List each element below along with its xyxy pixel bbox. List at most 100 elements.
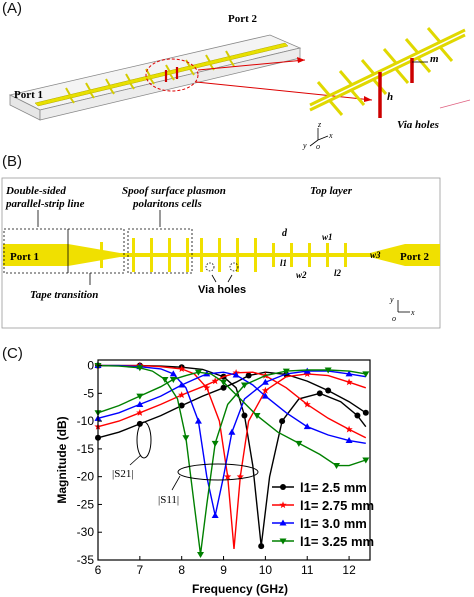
via-holes-label-a: Via holes: [397, 119, 439, 131]
data-point: [161, 376, 169, 383]
axis-y-b: y: [389, 295, 394, 304]
data-point: [362, 371, 370, 378]
via-arrow-2: [227, 274, 233, 283]
s21-pointer: [129, 454, 142, 466]
y-tick-label: -15: [77, 442, 95, 456]
axes-icon-a: [309, 128, 329, 147]
port2-label-b: Port 2: [400, 251, 430, 263]
w2-label: w2: [296, 270, 307, 280]
x-tick-label: 10: [259, 563, 273, 577]
chart-ylabel: Magnitude (dB): [55, 416, 69, 503]
axes-icon-b: [397, 300, 410, 313]
data-point: [236, 472, 244, 480]
series-line-s11: [98, 364, 366, 516]
data-point: [354, 412, 361, 419]
data-point: [279, 519, 287, 526]
box-spoof: [127, 228, 193, 274]
data-point: [261, 392, 269, 399]
port2-label-a: Port 2: [228, 13, 258, 25]
spoof-l2: polaritons cells: [132, 198, 202, 210]
x-tick-label: 8: [178, 563, 185, 577]
data-point: [182, 435, 190, 442]
w3-label: w3: [370, 250, 381, 260]
legend-entry: l1= 3.25 mm: [300, 534, 374, 549]
axis-y-a: y: [302, 141, 307, 150]
data-point: [279, 418, 286, 425]
port1-label-a: Port 1: [14, 89, 43, 101]
data-point: [194, 369, 202, 376]
panel-b-label: (B): [2, 153, 22, 170]
zoom-arrow-2: [195, 81, 373, 101]
axis-z-a: z: [317, 120, 322, 129]
data-point: [178, 402, 185, 409]
via-arrow-1: [211, 274, 217, 283]
axis-x-a: x: [328, 131, 333, 140]
y-tick-label: -20: [77, 470, 95, 484]
legend-entry: l1= 2.75 mm: [300, 498, 374, 513]
arrowhead-1: [297, 57, 305, 63]
arrowhead-2: [364, 96, 372, 102]
sspp-stubs: [100, 238, 347, 272]
data-point: [194, 417, 202, 424]
data-point: [211, 377, 219, 385]
series-line-s11: [98, 364, 367, 549]
x-tick-label: 9: [220, 563, 227, 577]
main-line: [120, 253, 370, 257]
series-line-s11: [97, 364, 366, 555]
data-point: [245, 372, 252, 379]
axis-o-a: o: [316, 142, 320, 151]
data-point: [324, 367, 332, 374]
data-point: [258, 543, 265, 550]
data-point: [228, 428, 236, 435]
data-point: [136, 393, 144, 400]
data-point: [211, 440, 219, 447]
series-line-s21: [97, 371, 367, 439]
data-point: [253, 413, 261, 420]
data-point: [345, 370, 353, 377]
l2-label: l2: [334, 268, 342, 278]
data-point: [232, 371, 240, 378]
data-point: [362, 457, 370, 464]
s11-ellipse: [177, 463, 259, 481]
via-marker-1: [205, 262, 215, 272]
x-tick-label: 11: [301, 563, 314, 577]
d-label: d: [282, 228, 288, 239]
data-point: [136, 420, 143, 427]
y-tick-label: -25: [77, 497, 95, 511]
port1-feed: [3, 244, 68, 266]
series-line-s21: [97, 371, 367, 439]
data-point: [325, 387, 332, 394]
data-point: [295, 440, 303, 447]
w1-label: w1: [322, 232, 333, 242]
zoom-arrow-1: [197, 59, 306, 71]
pink-line: [439, 99, 471, 109]
data-point: [316, 390, 323, 397]
y-tick-label: -35: [77, 553, 95, 567]
data-point: [169, 376, 177, 383]
double-sided-l1: Double-sided: [5, 185, 66, 197]
data-point: [345, 425, 353, 433]
panel-a-3d-view: Port 1 Port 2 h m Via holes z x y o: [8, 13, 471, 151]
chart-xlabel: Frequency (GHz): [192, 582, 288, 596]
spoof-l1: Spoof surface plasmon: [122, 185, 226, 197]
y-tick-label: -5: [83, 386, 94, 400]
data-point: [261, 386, 269, 394]
data-point: [211, 512, 219, 519]
data-point: [136, 400, 144, 407]
y-tick-label: -30: [77, 525, 95, 539]
via-holes-label-b: Via holes: [198, 284, 246, 296]
axis-x-b: x: [410, 308, 415, 317]
taper-left: [68, 244, 120, 266]
data-point: [345, 437, 353, 444]
data-point: [345, 378, 353, 386]
series-line-s21: [97, 371, 366, 444]
legend-entry: l1= 3.0 mm: [300, 516, 367, 531]
tape-label: Tape transition: [30, 289, 98, 301]
data-point: [279, 538, 287, 545]
box-taper: [67, 228, 125, 274]
data-point: [197, 551, 205, 558]
strip-main: [34, 42, 289, 107]
